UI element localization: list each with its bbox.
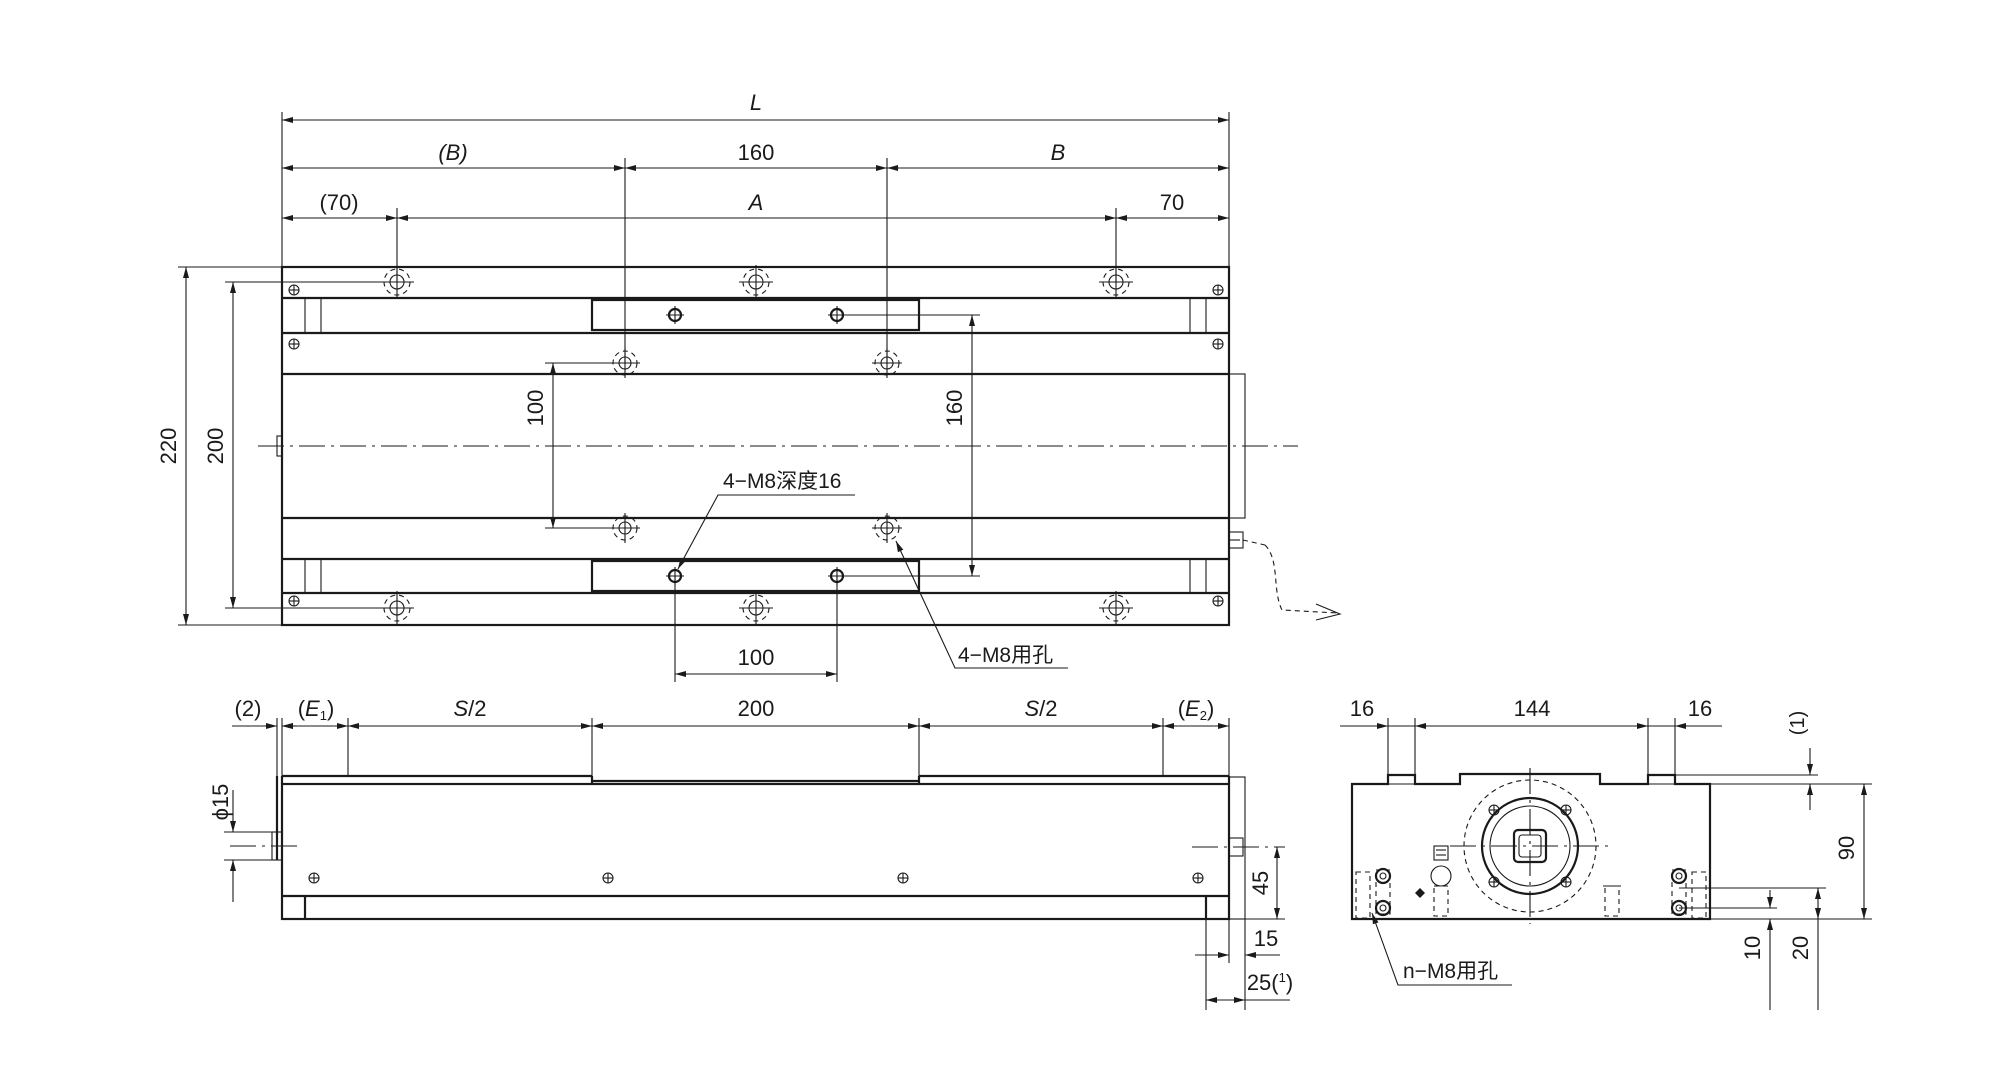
bearing-icon	[1450, 768, 1610, 924]
screw-icons	[288, 284, 1224, 607]
callout-n-holes: n−M8用孔	[1403, 960, 1498, 983]
label-15: 15	[1254, 926, 1278, 951]
label-B: B	[1051, 140, 1066, 165]
front-view-body	[280, 782, 1231, 921]
label-25: 25(1)	[1247, 970, 1293, 995]
side-view-body	[1350, 772, 1712, 921]
label-1: (1)	[1787, 711, 1809, 735]
label-A: A	[747, 190, 764, 215]
label-16-right: 16	[1688, 696, 1712, 721]
label-phi15: ϕ15	[208, 784, 233, 821]
label-144: 144	[1514, 696, 1551, 721]
label-160: 160	[738, 140, 775, 165]
label-S2-left: S/2	[453, 696, 486, 721]
side-view: 16 144 16 (1) 90 10 20 n−M8用孔	[1340, 696, 1872, 1010]
label-100-vertical: 100	[523, 390, 548, 427]
label-45: 45	[1248, 871, 1273, 895]
leader-n-holes	[1371, 912, 1512, 986]
label-100-bottom: 100	[738, 645, 775, 670]
front-view: (2) (E1) S/2 200 S/2 (E2) ϕ15 45 15 25(1…	[208, 696, 1293, 1010]
label-10: 10	[1740, 936, 1765, 960]
side-bolt-icons	[1355, 867, 1707, 919]
label-90: 90	[1834, 836, 1859, 860]
label-200: 200	[203, 428, 228, 465]
label-2: (2)	[235, 696, 262, 721]
label-70-paren: (70)	[319, 190, 358, 215]
label-L: L	[750, 90, 762, 115]
label-E2: (E2)	[1178, 696, 1215, 723]
label-70: 70	[1160, 190, 1184, 215]
label-E1: (E1)	[298, 696, 335, 723]
label-S2-right: S/2	[1024, 696, 1057, 721]
label-16-left: 16	[1350, 696, 1374, 721]
front-screw-icons	[308, 872, 1204, 884]
label-20: 20	[1788, 936, 1813, 960]
callout-mounting-holes: 4−M8用孔	[958, 644, 1053, 667]
label-200-front: 200	[738, 696, 775, 721]
label-220: 220	[156, 428, 181, 465]
label-160-vertical: 160	[942, 390, 967, 427]
label-B-paren: (B)	[438, 140, 467, 165]
leader-mounting-holes	[895, 540, 1068, 669]
leader-tapped-holes	[677, 494, 855, 570]
callout-tapped-holes: 4−M8深度16	[723, 470, 841, 493]
top-view: L (B) 160 B (70) A 70 220 200 100 160 4−…	[156, 90, 1342, 682]
mounting-hole-icons	[380, 265, 1133, 625]
